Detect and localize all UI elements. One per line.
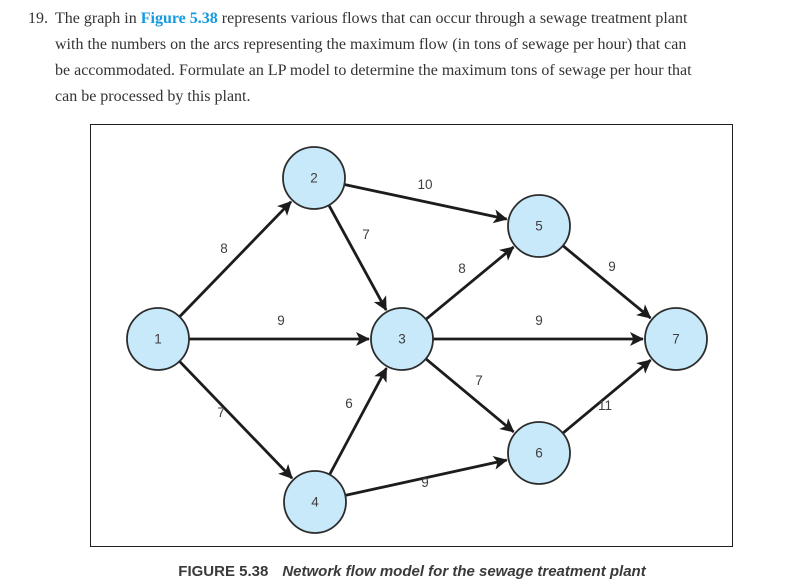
edge-capacity-label-1-4: 7 <box>217 405 225 420</box>
graph-edge-1-4 <box>178 360 294 480</box>
problem-line-3: be accommodated. Formulate an LP model t… <box>55 62 692 79</box>
edge-capacity-label-1-2: 8 <box>220 241 228 256</box>
graph-node-5 <box>507 194 571 258</box>
edge-capacity-label-4-3: 6 <box>345 396 353 411</box>
figure-reference-link[interactable]: Figure 5.38 <box>140 10 218 27</box>
graph-edge-3-6 <box>424 357 515 433</box>
problem-number: 19. <box>28 10 48 27</box>
problem-line-1-suffix: represents various flows that can occur … <box>217 10 688 27</box>
graph-node-4 <box>283 470 347 534</box>
edge-capacity-label-4-6: 9 <box>421 475 429 490</box>
node-label-2: 2 <box>310 171 318 186</box>
graph-node-3 <box>370 307 434 371</box>
figure-caption-text: Network flow model for the sewage treatm… <box>282 563 646 580</box>
node-label-3: 3 <box>398 332 406 347</box>
graph-node-7 <box>644 307 708 371</box>
node-label-7: 7 <box>672 332 680 347</box>
node-label-4: 4 <box>311 495 319 510</box>
graph-edge-4-6 <box>344 455 508 497</box>
graph-edge-2-5 <box>344 183 508 224</box>
problem-text: The graph in Figure 5.38 represents vari… <box>55 6 692 110</box>
edge-capacity-label-5-7: 9 <box>608 259 616 274</box>
graph-node-1 <box>126 307 190 371</box>
figure-caption-label: FIGURE 5.38 <box>178 563 269 580</box>
graph-edge-1-2 <box>178 200 293 318</box>
graph-node-2 <box>282 146 346 210</box>
node-label-6: 6 <box>535 446 543 461</box>
edge-capacity-label-2-3: 7 <box>362 227 370 242</box>
node-label-5: 5 <box>535 219 543 234</box>
graph-edge-3-5 <box>425 245 515 321</box>
graph-node-6 <box>507 421 571 485</box>
problem-line-2: with the numbers on the arcs representin… <box>55 36 687 53</box>
problem-statement: 19. The graph in Figure 5.38 represents … <box>28 6 773 110</box>
graph-edge-4-3 <box>328 367 388 476</box>
graph-edge-5-7 <box>562 244 652 320</box>
figure-caption: FIGURE 5.38 Network flow model for the se… <box>90 563 734 580</box>
edge-capacity-label-3-6: 7 <box>475 373 483 388</box>
edge-capacity-label-6-7: 11 <box>598 398 612 413</box>
edge-capacity-label-3-5: 8 <box>458 261 466 276</box>
node-label-1: 1 <box>154 332 162 347</box>
graph-edge-2-3 <box>327 204 388 311</box>
problem-line-1-prefix: The graph in <box>55 10 141 27</box>
problem-line-4: can be processed by this plant. <box>55 88 251 105</box>
edge-capacity-label-1-3: 9 <box>277 313 285 328</box>
graph-edge-6-7 <box>561 359 652 435</box>
edge-capacity-label-3-7: 9 <box>535 313 543 328</box>
problem-line-1: The graph in Figure 5.38 represents vari… <box>55 6 692 32</box>
edge-capacity-label-2-5: 10 <box>417 177 432 192</box>
